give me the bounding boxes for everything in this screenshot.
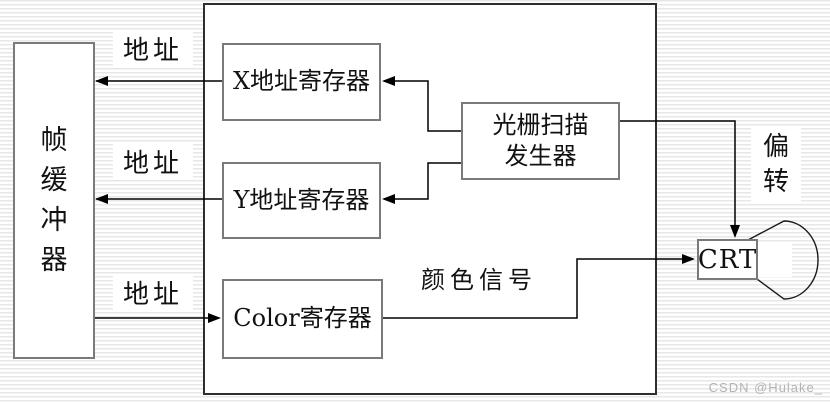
arrowhead-into-colorreg (208, 313, 221, 323)
raster-scan-generator-box: 光栅扫描 发生器 (461, 102, 620, 180)
wire-raster-to-crt-deflection (619, 120, 736, 236)
wire-raster-to-xreg (384, 80, 461, 132)
crt-funnel-shape (747, 220, 819, 300)
arrowhead-into-yreg (382, 194, 395, 204)
arrowhead-into-crt-left (682, 254, 695, 264)
address-label-top: 地址 (113, 30, 193, 67)
color-signal-label: 颜色信号 (421, 265, 537, 294)
address-label-middle: 地址 (113, 143, 193, 180)
arrowhead-into-framebuffer-top (95, 76, 108, 86)
frame-buffer-char: 缓 (40, 165, 68, 196)
deflection-char: 转 (762, 167, 789, 197)
color-register-box: Color寄存器 (222, 279, 383, 359)
x-address-register-box: X地址寄存器 (222, 43, 381, 121)
crt-box: CRT (697, 239, 758, 280)
wire-colorreg-to-crt (382, 258, 693, 319)
y-address-register-label: Y地址寄存器 (233, 185, 370, 214)
arrowhead-into-crt-top (730, 225, 740, 238)
frame-buffer-char: 帧 (40, 125, 68, 156)
crt-label: CRT (697, 244, 758, 275)
raster-scan-generator-label-line1: 光栅扫描 (492, 110, 589, 139)
frame-buffer-char: 冲 (40, 205, 68, 236)
frame-buffer-box: 帧 缓 冲 器 (13, 42, 95, 359)
deflection-char: 偏 (762, 132, 789, 162)
y-address-register-box: Y地址寄存器 (222, 162, 381, 239)
deflection-label: 偏 转 (751, 127, 801, 203)
frame-buffer-char: 器 (40, 245, 68, 276)
color-register-label: Color寄存器 (233, 304, 372, 333)
address-label-bottom: 地址 (113, 274, 193, 311)
x-address-register-label: X地址寄存器 (232, 67, 371, 96)
raster-scan-generator-label-line2: 发生器 (504, 142, 577, 170)
wire-raster-to-yreg (384, 162, 461, 200)
arrowhead-into-xreg (382, 76, 395, 86)
arrowhead-into-framebuffer-mid (95, 194, 108, 204)
csdn-watermark: CSDN @Hulake_ (708, 380, 823, 395)
